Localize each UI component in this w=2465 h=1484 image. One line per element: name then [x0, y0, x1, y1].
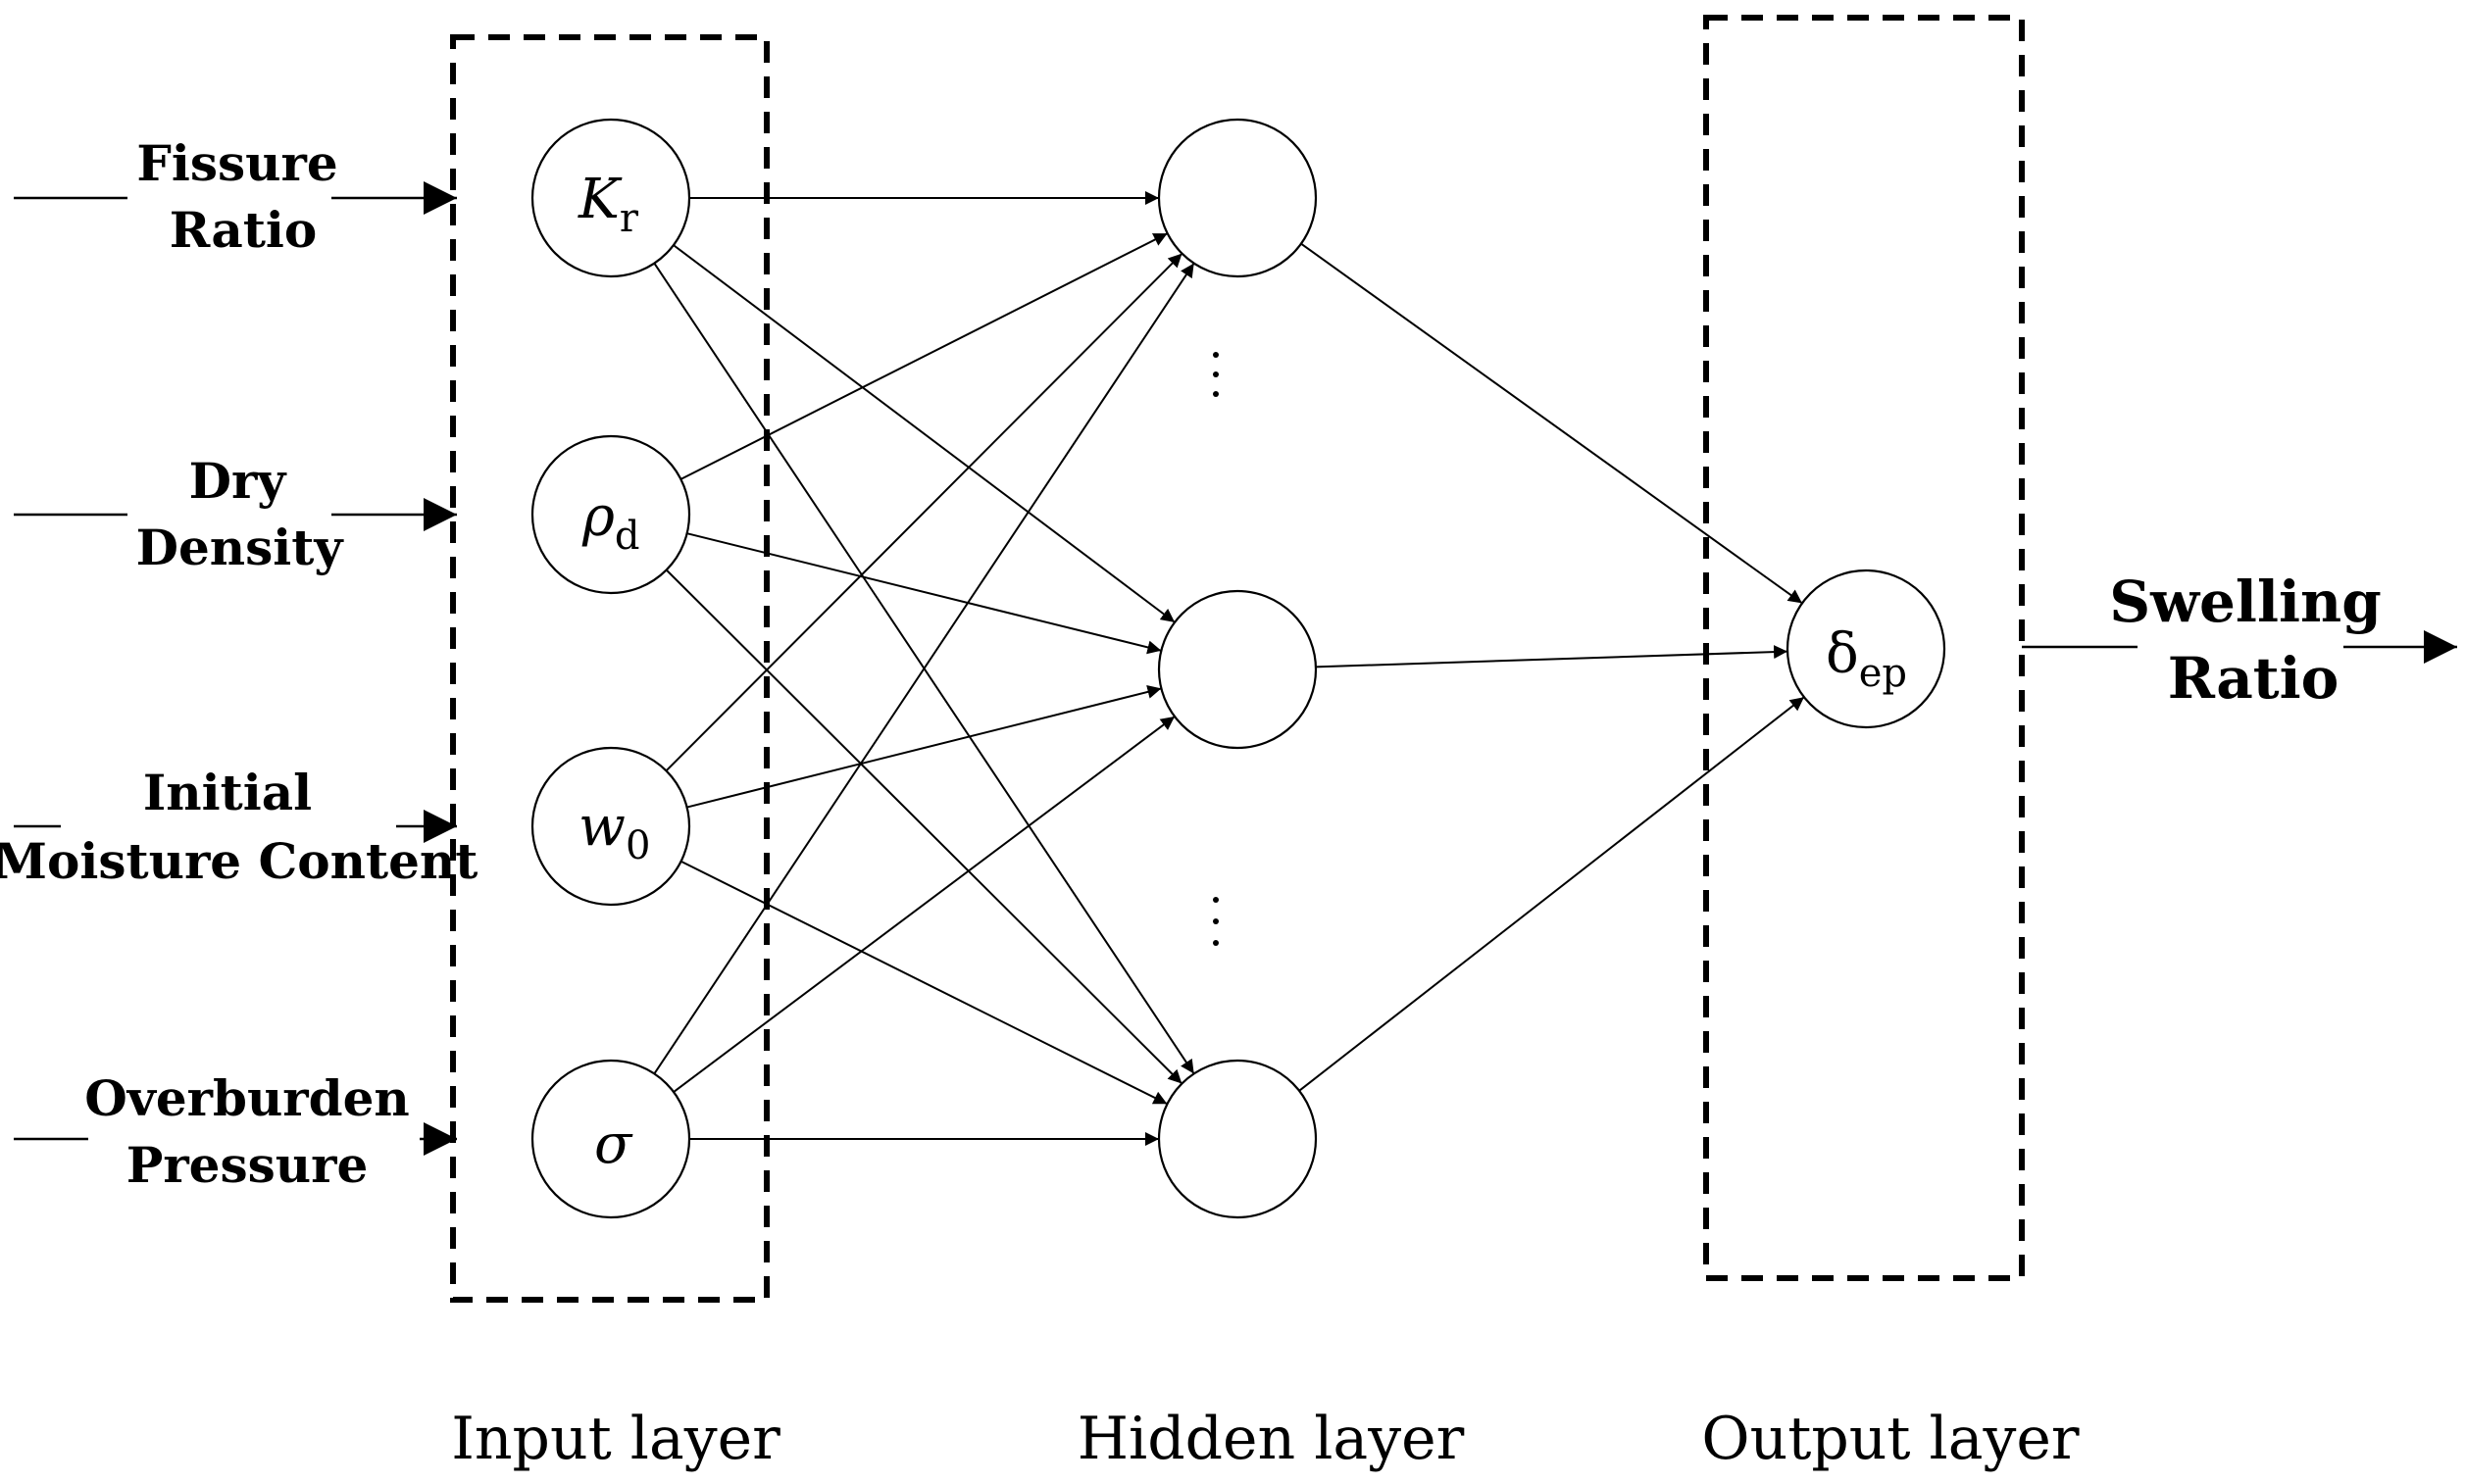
edge-w0-to-hidden-2 — [686, 685, 1162, 809]
edge-hidden-2-to-output — [1315, 645, 1788, 668]
edge-hidden-1-to-output — [1300, 242, 1803, 605]
caption-output-layer: Output layer — [1701, 1405, 2080, 1473]
caption-input-layer: Input layer — [451, 1405, 780, 1473]
input-label-initial-moisture-content: Initial Moisture Content — [0, 764, 478, 890]
svg-text:Swelling: Swelling — [2109, 569, 2382, 635]
edge-kr-to-hidden-2 — [673, 244, 1176, 623]
input-layer-box — [450, 34, 770, 1303]
input-label-dry-density: Dry Density — [136, 452, 345, 576]
edge-rho-d-to-hidden-2 — [686, 532, 1162, 655]
symbol-w0: w0 — [579, 795, 650, 868]
nodes — [530, 118, 1946, 1219]
symbol-rho-d: ρd — [581, 485, 640, 559]
edge-sigma-to-hidden-2 — [673, 716, 1176, 1093]
hidden-ellipsis-lower — [1213, 897, 1219, 946]
edge-w0-to-hidden-1 — [665, 252, 1183, 772]
svg-text:Pressure: Pressure — [126, 1136, 369, 1194]
hidden-node-1 — [1157, 118, 1318, 278]
output-label-swelling-ratio: Swelling Ratio — [2109, 569, 2382, 712]
svg-text:Density: Density — [136, 519, 345, 576]
symbol-sigma: σ — [594, 1113, 633, 1176]
edge-rho-d-to-hidden-1 — [679, 232, 1169, 480]
hidden-ellipsis-upper — [1213, 352, 1219, 397]
edge-sigma-to-hidden-1 — [653, 263, 1195, 1074]
edge-rho-d-to-hidden-3 — [665, 569, 1183, 1085]
input-node-sigma — [530, 1059, 691, 1219]
input-node-rho-d — [530, 434, 691, 595]
hidden-node-3 — [1157, 1059, 1318, 1219]
svg-text:Initial: Initial — [143, 764, 312, 821]
svg-text:Dry: Dry — [189, 452, 288, 510]
caption-hidden-layer: Hidden layer — [1078, 1405, 1465, 1473]
svg-text:Overburden: Overburden — [84, 1069, 410, 1127]
connections — [653, 191, 1805, 1146]
svg-text:Ratio: Ratio — [170, 201, 318, 259]
input-label-fissure-ratio: Fissure Ratio — [136, 134, 337, 259]
input-node-kr — [530, 118, 691, 278]
hidden-node-2 — [1157, 589, 1318, 750]
symbol-delta-ep: δep — [1826, 622, 1907, 696]
edge-w0-to-hidden-3 — [680, 860, 1168, 1106]
symbol-kr: Kr — [578, 168, 639, 241]
edge-hidden-3-to-output — [1298, 696, 1805, 1092]
svg-text:Moisture Content: Moisture Content — [0, 832, 478, 890]
input-feeds — [14, 181, 457, 1156]
svg-text:Fissure: Fissure — [136, 134, 337, 192]
input-label-overburden-pressure: Overburden Pressure — [84, 1069, 410, 1194]
output-layer-box — [1703, 15, 2025, 1281]
output-node-delta-ep — [1786, 569, 1946, 729]
svg-text:Ratio: Ratio — [2168, 645, 2339, 712]
input-node-w0 — [530, 746, 691, 907]
